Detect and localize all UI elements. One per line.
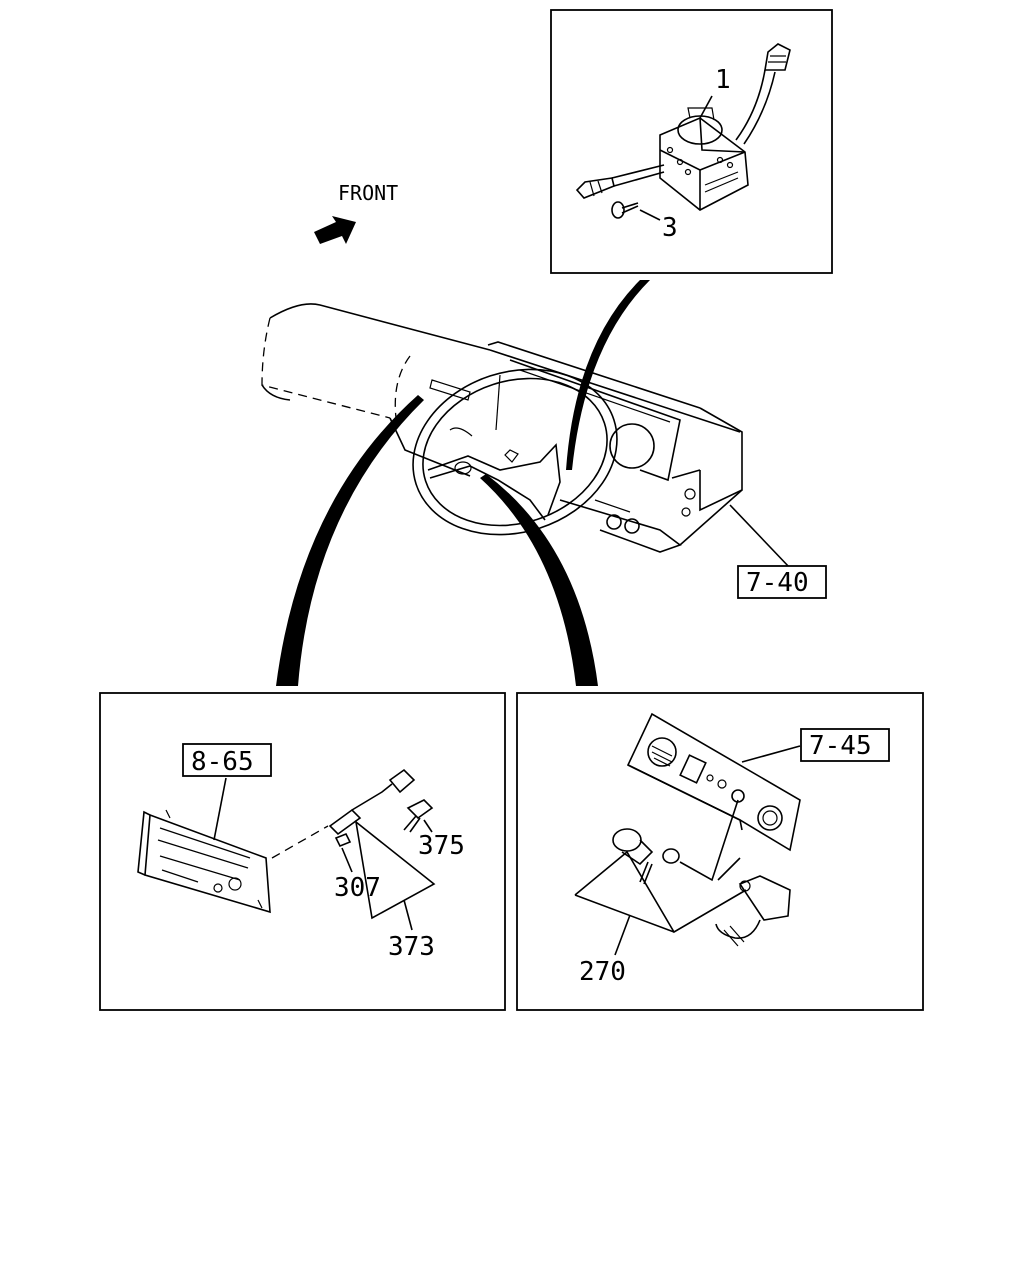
front-indicator: FRONT bbox=[314, 181, 398, 244]
ref-7-45-label: 7-45 bbox=[809, 731, 872, 761]
inset-heater-control: 8-65 375 307 373 bbox=[99, 692, 506, 1011]
part-270-label: 270 bbox=[579, 957, 626, 987]
screw-375-icon bbox=[403, 799, 434, 833]
part-1-label: 1 bbox=[715, 65, 731, 95]
part-375-label: 375 bbox=[418, 831, 465, 861]
inset-cigarette-lighter: 7-45 270 bbox=[516, 692, 924, 1011]
part-3-label: 3 bbox=[662, 213, 678, 243]
ref-8-65-label: 8-65 bbox=[191, 747, 254, 777]
callout-curves bbox=[276, 280, 650, 686]
dashboard-drawing bbox=[261, 303, 791, 569]
inset-combination-switch: 1 3 bbox=[550, 9, 833, 274]
bulb-307-icon bbox=[334, 832, 352, 848]
screw-3-icon bbox=[611, 201, 639, 219]
part-307-label: 307 bbox=[334, 873, 381, 903]
front-label: FRONT bbox=[338, 181, 398, 205]
ref-box-7-40: 7-40 bbox=[737, 565, 827, 599]
ref-7-40-label: 7-40 bbox=[746, 568, 809, 598]
part-373-label: 373 bbox=[388, 932, 435, 962]
front-arrow-icon bbox=[314, 216, 356, 244]
